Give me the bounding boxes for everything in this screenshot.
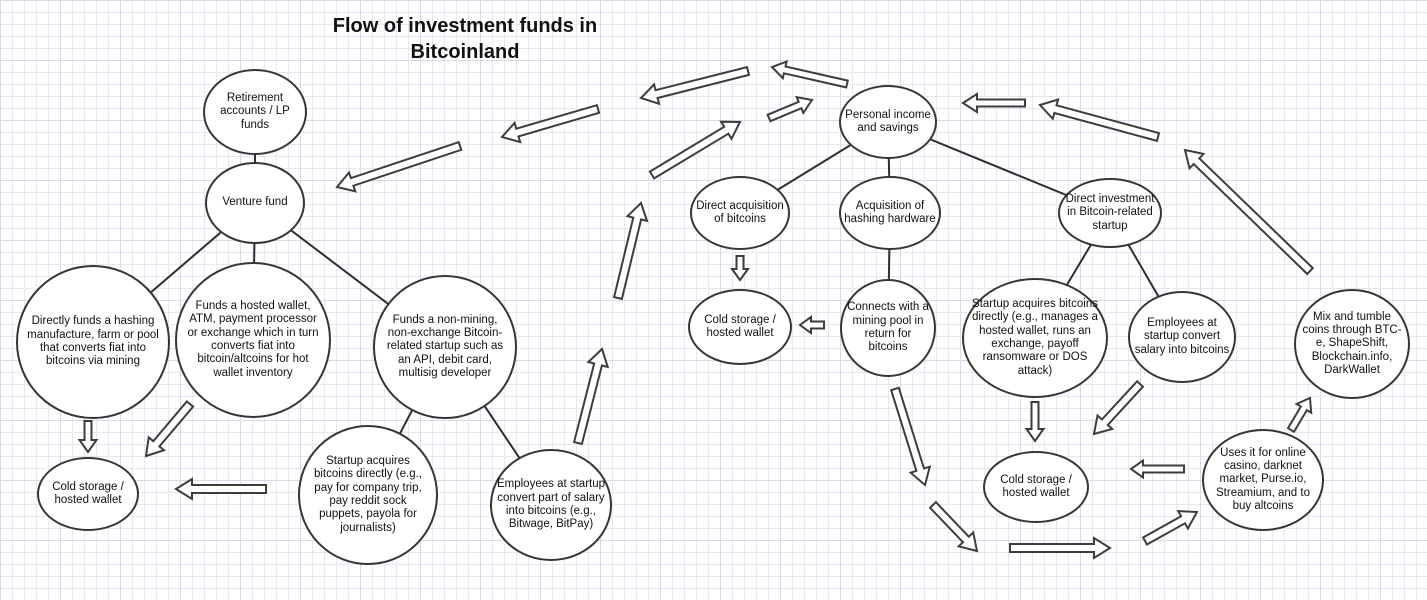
flow-arrow-top-left-4: [770, 60, 850, 89]
flow-arrow-bottom-chain-3: [1009, 536, 1112, 560]
node-cold-storage-middle: Cold storage / hosted wallet: [688, 289, 792, 365]
node-acquisition-hashing-hardware: Acquisition of hashing hardware: [839, 176, 941, 250]
node-cold-storage-left: Cold storage / hosted wallet: [37, 457, 139, 531]
flow-arrows: [77, 60, 1315, 560]
node-funds-nonmining-startup: Funds a non-mining, non-exchange Bitcoin…: [373, 275, 517, 419]
flow-arrow-bottom-chain-1: [889, 386, 932, 487]
flow-arrow-fundshosted-to-coldleft: [144, 399, 195, 458]
flow-arrow-startupright-to-coldright: [1024, 401, 1046, 443]
diagram-title-line1: Flow of investment funds in: [332, 15, 598, 37]
flow-arrow-mixtumble-to-personal: [1183, 148, 1315, 276]
flow-arrow-mid-up-4: [766, 95, 814, 123]
flow-arrow-mid-up-3: [648, 120, 742, 180]
flow-arrow-top-left-3: [639, 65, 751, 106]
flow-arrow-mid-up-2: [612, 201, 649, 301]
flow-arrow-startupleft-to-coldleft: [174, 477, 267, 501]
flow-arrow-right-top-2: [1038, 98, 1161, 143]
flow-arrow-into-personal: [961, 92, 1026, 114]
node-direct-acquisition: Direct acquisition of bitcoins: [690, 176, 790, 250]
node-cold-storage-right: Cold storage / hosted wallet: [983, 451, 1089, 523]
node-startup-acquires-right: Startup acquires bitcoins directly (e.g.…: [962, 278, 1108, 398]
node-funds-hosted-wallet: Funds a hosted wallet, ATM, payment proc…: [175, 262, 331, 418]
node-personal-income: Personal income and savings: [839, 85, 937, 159]
flow-arrow-mid-up-1: [572, 347, 610, 446]
diagram-title-line2: Bitcoinland: [410, 41, 520, 63]
node-mix-and-tumble: Mix and tumble coins through BTC-e, Shap…: [1294, 289, 1410, 399]
flow-arrow-employeesright-to-coldright: [1092, 379, 1145, 436]
diagram-title: Flow of investment funds in Bitcoinland: [290, 13, 640, 65]
flow-arrow-bottom-chain-4: [1141, 510, 1199, 546]
node-startup-acquires-left: Startup acquires bitcoins directly (e.g.…: [298, 425, 438, 565]
node-retirement-accounts: Retirement accounts / LP funds: [203, 69, 307, 155]
flow-arrow-to-venture: [335, 140, 463, 193]
node-direct-investment-startup: Direct investment in Bitcoin-related sta…: [1058, 178, 1162, 248]
flow-arrow-top-left-2: [500, 103, 601, 144]
node-employees-left: Employees at startup convert part of sal…: [490, 449, 612, 561]
flow-arrow-directlyfunds-to-coldleft: [77, 420, 99, 454]
flow-arrow-bottom-chain-2: [928, 500, 979, 553]
node-uses-it-online-casino: Uses it for online casino, darknet marke…: [1202, 429, 1324, 531]
node-directly-funds-hashing: Directly funds a hashing manufacture, fa…: [16, 265, 170, 419]
node-employees-right: Employees at startup convert salary into…: [1128, 291, 1236, 383]
node-venture-fund: Venture fund: [205, 162, 305, 244]
flow-arrow-usesit-to-coldright: [1129, 458, 1185, 480]
flow-arrow-usesit-to-mixtumble: [1286, 396, 1313, 434]
node-connects-mining-pool: Connects with a mining pool in return fo…: [840, 279, 936, 377]
flow-arrow-connects-to-coldmid: [798, 315, 825, 335]
flow-arrow-directacq-to-coldmid: [730, 255, 750, 282]
